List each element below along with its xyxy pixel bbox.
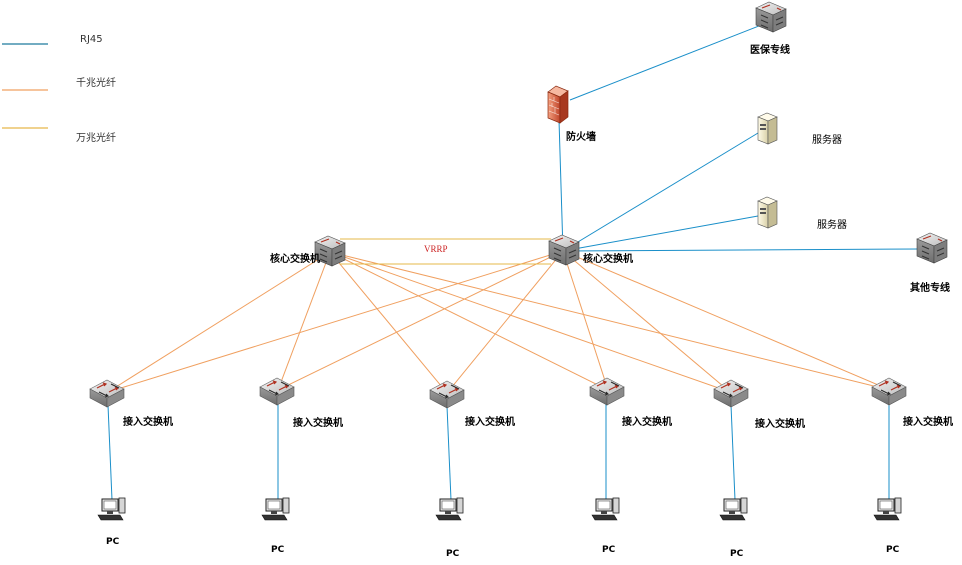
gigabit-fiber-links <box>107 250 891 394</box>
core-switch-right-label: 核心交换机 <box>583 254 633 265</box>
other-line-label: 其他专线 <box>910 283 950 294</box>
access-switch-label: 接入交换机 <box>622 417 672 428</box>
legend <box>2 43 48 129</box>
access-switch-icon <box>259 377 295 406</box>
legend-10gigabit-fiber-label: 万兆光纤 <box>76 133 116 144</box>
pc-icon <box>261 497 290 521</box>
server-label: 服务器 <box>817 220 847 231</box>
server-icon <box>757 196 778 229</box>
legend-gigabit-fiber-label: 千兆光纤 <box>76 78 116 89</box>
access-switch-label: 接入交换机 <box>755 419 805 430</box>
pc-icon <box>873 497 902 521</box>
server-label: 服务器 <box>812 135 842 146</box>
pc-label: PC <box>886 545 900 555</box>
access-switch-label: 接入交换机 <box>293 418 343 429</box>
pc-icon <box>97 497 126 521</box>
access-switch-icon <box>429 380 465 409</box>
access-switch-icon <box>589 377 625 406</box>
access-switch-icon <box>871 377 907 406</box>
rj45-links <box>107 23 921 501</box>
access-switch-label: 接入交换机 <box>123 417 173 428</box>
medical-line-switch-icon <box>755 1 787 33</box>
pc-icon <box>435 497 464 521</box>
core-switch-right-icon <box>548 234 580 266</box>
ten-gigabit-fiber-links <box>340 238 551 265</box>
pc-label: PC <box>602 545 616 555</box>
pc-label: PC <box>730 549 744 559</box>
access-switch-icon <box>713 379 749 408</box>
access-switch-label: 接入交换机 <box>465 417 515 428</box>
firewall-icon <box>547 85 569 124</box>
firewall-label: 防火墙 <box>566 132 596 143</box>
server-icon <box>757 112 778 145</box>
legend-rj45-label: RJ45 <box>80 34 103 45</box>
core-switch-left-label: 核心交换机 <box>270 254 320 265</box>
medical-line-label: 医保专线 <box>750 45 790 56</box>
pc-icon <box>591 497 620 521</box>
access-switch-icon <box>89 379 125 408</box>
access-switch-label: 接入交换机 <box>903 417 953 428</box>
other-line-switch-icon <box>916 232 948 264</box>
pc-icon <box>719 497 748 521</box>
vrrp-label: VRRP <box>424 244 448 254</box>
pc-label: PC <box>446 549 460 559</box>
pc-label: PC <box>106 537 120 547</box>
pc-label: PC <box>271 545 285 555</box>
